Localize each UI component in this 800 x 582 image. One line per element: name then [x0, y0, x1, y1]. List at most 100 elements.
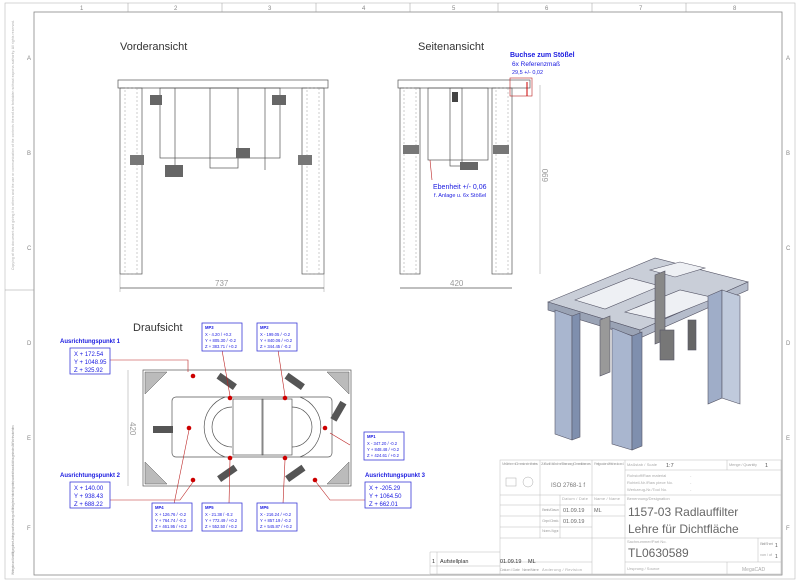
row-label: E — [786, 436, 790, 442]
column-label: 2 — [174, 6, 178, 12]
sheet-label: Blatt / Sheet — [760, 541, 774, 546]
raw-material-label: Rohstoff/Raw material — [627, 473, 666, 478]
title-block-text: Maße in mm / Dimensions in millimeters Z… — [432, 461, 778, 573]
alignment-x: X + 140.00 — [74, 486, 104, 492]
part-number-label: Sachnummer/Part No. — [627, 539, 667, 544]
bushing-note-title: Buchse zum Stößel — [510, 52, 575, 59]
norm-row-label: Norm / Appr. — [542, 528, 559, 533]
measure-point-1: MP1 X - 347.20 / -0.2 Y + 848.48 / +0.2 … — [363, 431, 405, 461]
measure-point-label: MP3 — [205, 325, 214, 330]
top-depth-dimension: 420 — [128, 422, 137, 436]
measure-y: Y + 805.30 / -0.2 — [205, 338, 237, 343]
drawing-title-line1: 1157-03 Radlauffilter — [628, 505, 738, 519]
side-notes: Copying of this document and giving it t… — [11, 20, 15, 575]
measure-point-label: MP5 — [205, 505, 214, 510]
column-label: 3 — [268, 6, 272, 12]
checked-row-label: Gepr. / Check. — [542, 518, 559, 523]
top-view: Draufsicht 420 — [109, 322, 386, 505]
name-column-label: Name / Name — [594, 496, 621, 501]
alignment-point-label: Ausrichtungspunkt 3 — [365, 473, 426, 479]
tolerance-value: ISO 2768-1 f — [551, 483, 585, 489]
alignment-point-label: Ausrichtungspunkt 2 — [60, 473, 121, 479]
alignment-point-1: Ausrichtungspunkt 1 X + 172.54 Y + 1048.… — [60, 339, 121, 375]
revision-index: 1 — [432, 559, 435, 565]
side-view: Seitenansicht 690 420 Buchse zum Stößel … — [397, 41, 575, 289]
measure-x: X - 216.24 / +0.2 — [260, 512, 292, 517]
measure-z: Z + 344.45 / -0.2 — [260, 344, 292, 349]
revision-change-column: Änderung / Revision — [542, 567, 582, 572]
of-label: von / of — [760, 552, 773, 557]
column-label: 8 — [733, 6, 737, 12]
alignment-z: Z + 325.92 — [74, 368, 104, 374]
row-label: C — [786, 246, 791, 252]
designation-label: Benennung/Designation — [627, 496, 670, 501]
column-label: 1 — [80, 6, 84, 12]
drawn-date: 01.09.19 — [563, 508, 584, 514]
inner-frame — [33, 11, 783, 576]
column-labels: 1 2 3 4 5 6 7 8 — [80, 3, 737, 12]
alignment-z: Z + 662.01 — [369, 502, 399, 508]
finish-label: Fertigzustand / finished cond. — [594, 461, 624, 466]
measure-y: Y + 840.06 / +0.2 — [260, 338, 293, 343]
quantity-value: 1 — [765, 463, 768, 469]
drawn-row-label: Bearb. / Drawn — [542, 507, 559, 512]
drawn-name: ML — [594, 508, 602, 514]
measure-point-2: MP2 X - 199.05 / -0.2 Y + 840.06 / +0.2 … — [256, 322, 298, 352]
side-height-dimension: 690 — [541, 168, 550, 182]
measure-point-6: MP6 X - 216.24 / +0.2 Y + 857.19 / -0.2 … — [256, 502, 298, 532]
row-label: D — [786, 341, 791, 347]
title-block — [429, 459, 782, 575]
alignment-y: Y + 1064.50 — [369, 494, 402, 500]
measure-point-5: MP5 X - 21.38 / -0.2 Y + 772.49 / +0.2 Z… — [201, 502, 243, 532]
measure-z: Z + 383.71 / +0.2 — [205, 344, 238, 349]
dims-label: Maße in mm / Dimensions in millimeters — [502, 461, 538, 466]
part-number: TL0630589 — [628, 546, 689, 560]
measure-y: Y + 848.48 / +0.2 — [367, 447, 400, 452]
measure-point-label: MP4 — [155, 505, 164, 510]
measure-point-label: MP1 — [367, 434, 376, 439]
measure-point-label: MP2 — [260, 325, 269, 330]
row-label: B — [27, 151, 31, 157]
software-name: MegaCAD — [742, 567, 765, 573]
row-label: A — [27, 56, 31, 62]
alignment-y: Y + 938.43 — [74, 494, 104, 500]
measure-point-label: MP6 — [260, 505, 269, 510]
flatness-note-title: Ebenheit +/- 0,06 — [433, 184, 487, 191]
row-label: D — [27, 341, 32, 347]
alignment-x: X + 172.54 — [74, 352, 104, 358]
sheet-value: 1 — [775, 543, 778, 549]
isometric-view — [547, 257, 749, 451]
column-label: 7 — [639, 6, 643, 12]
measure-z: Z + 552.50 / +0.2 — [205, 524, 238, 529]
row-label: A — [786, 56, 790, 62]
date-column-label: Datum / Date — [562, 496, 589, 501]
measure-x: X + 126.76 / -0.2 — [155, 512, 187, 517]
alignment-point-label: Ausrichtungspunkt 1 — [60, 339, 121, 345]
measure-y: Y + 772.49 / +0.2 — [205, 518, 238, 523]
measure-z: Z + 424.61 / +0.2 — [367, 453, 400, 458]
measure-point-4: MP4 X + 126.76 / -0.2 Y + 764.74 / -0.2 … — [151, 502, 193, 532]
row-label: E — [27, 436, 31, 442]
measure-x: X - 21.38 / -0.2 — [205, 512, 233, 517]
measure-y: Y + 764.74 / -0.2 — [155, 518, 187, 523]
checked-date: 01.09.19 — [563, 519, 584, 525]
copyright-note-en: Copying of this document and giving it t… — [11, 20, 15, 270]
bushing-note-tolerance: 29,5 +/- 0,02 — [512, 70, 543, 76]
raw-material-value: - — [690, 473, 692, 478]
measure-x: X - 4.20 / +0.2 — [205, 332, 232, 337]
revision-name-column: Name / Name — [522, 567, 540, 572]
copyright-note-de: Weitergabe und Vervielfältigung dieser U… — [11, 425, 15, 575]
front-view-title: Vorderansicht — [120, 41, 187, 53]
measure-y: Y + 857.19 / -0.2 — [260, 518, 292, 523]
of-value: 1 — [775, 554, 778, 560]
measure-x: X - 199.05 / -0.2 — [260, 332, 291, 337]
quantity-label: Menge / Quantity — [729, 462, 757, 467]
alignment-point-2: Ausrichtungspunkt 2 X + 140.00 Y + 938.4… — [60, 473, 121, 509]
raw-part-value: - — [690, 480, 692, 485]
measure-z: Z + 545.87 / +0.2 — [260, 524, 293, 529]
measure-point-3: MP3 X - 4.20 / +0.2 Y + 805.30 / -0.2 Z … — [201, 322, 243, 352]
raw-part-label: Rohteil-Nr./Raw piece No. — [627, 480, 673, 485]
scale-value: 1:7 — [666, 463, 674, 469]
alignment-point-3: Ausrichtungspunkt 3 X + -205.29 Y + 1064… — [364, 473, 426, 509]
